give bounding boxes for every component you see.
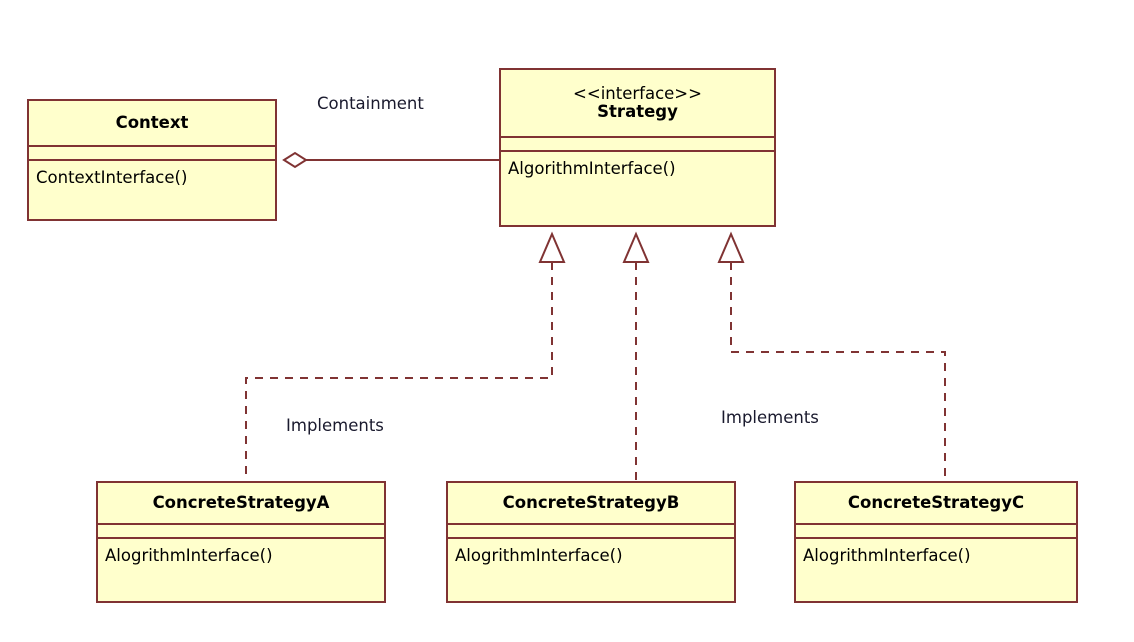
class-box-strategy[interactable]: <<interface>> Strategy AlgorithmInterfac… [499, 68, 776, 227]
class-attributes-compartment-concrete-strategy-b [448, 523, 734, 537]
class-title-concrete-strategy-b: ConcreteStrategyB [502, 492, 680, 512]
class-stereotype-strategy: <<interface>> [573, 83, 702, 103]
class-name-compartment-concrete-strategy-b: ConcreteStrategyB [448, 483, 734, 523]
operation-item: AlogrithmInterface() [803, 546, 971, 565]
edge-implements-b[interactable] [622, 231, 650, 481]
class-box-context[interactable]: Context ContextInterface() [27, 99, 277, 221]
class-title-concrete-strategy-a: ConcreteStrategyA [152, 492, 330, 512]
class-name-compartment-strategy: <<interface>> Strategy [501, 70, 774, 136]
class-title-strategy: Strategy [597, 102, 678, 121]
class-attributes-compartment-concrete-strategy-a [98, 523, 384, 537]
class-name-compartment-context: Context [29, 101, 275, 145]
class-operations-compartment-context: ContextInterface() [29, 159, 275, 219]
edge-label-containment: Containment [317, 94, 424, 113]
class-attributes-compartment-concrete-strategy-c [796, 523, 1076, 537]
realization-triangle-c-icon [717, 231, 745, 263]
class-name-compartment-concrete-strategy-a: ConcreteStrategyA [98, 483, 384, 523]
edge-containment[interactable] [282, 151, 499, 169]
operation-item: AlogrithmInterface() [105, 546, 273, 565]
class-attributes-compartment-context [29, 145, 275, 159]
implements-a-line [245, 262, 553, 481]
operation-item: AlgorithmInterface() [508, 159, 676, 178]
class-title-concrete-strategy-c: ConcreteStrategyC [847, 492, 1025, 512]
class-operations-compartment-concrete-strategy-c: AlogrithmInterface() [796, 537, 1076, 601]
class-operations-compartment-concrete-strategy-a: AlogrithmInterface() [98, 537, 384, 601]
realization-triangle-b-icon [622, 231, 650, 263]
implements-c-line [730, 262, 946, 481]
class-name-compartment-concrete-strategy-c: ConcreteStrategyC [796, 483, 1076, 523]
class-box-concrete-strategy-b[interactable]: ConcreteStrategyB AlogrithmInterface() [446, 481, 736, 603]
edge-label-implements-a: Implements [286, 416, 384, 435]
operation-item: ContextInterface() [36, 168, 188, 187]
aggregation-diamond-icon [282, 151, 308, 169]
class-operations-compartment-concrete-strategy-b: AlogrithmInterface() [448, 537, 734, 601]
class-box-concrete-strategy-a[interactable]: ConcreteStrategyA AlogrithmInterface() [96, 481, 386, 603]
edge-implements-a[interactable] [245, 231, 566, 481]
edge-implements-c[interactable] [717, 231, 946, 481]
operation-item: AlogrithmInterface() [455, 546, 623, 565]
realization-triangle-a-icon [538, 231, 566, 263]
class-attributes-compartment-strategy [501, 136, 774, 150]
class-operations-compartment-strategy: AlgorithmInterface() [501, 150, 774, 225]
class-box-concrete-strategy-c[interactable]: ConcreteStrategyC AlogrithmInterface() [794, 481, 1078, 603]
edge-label-implements-c: Implements [721, 408, 819, 427]
class-title-context: Context [115, 112, 189, 132]
